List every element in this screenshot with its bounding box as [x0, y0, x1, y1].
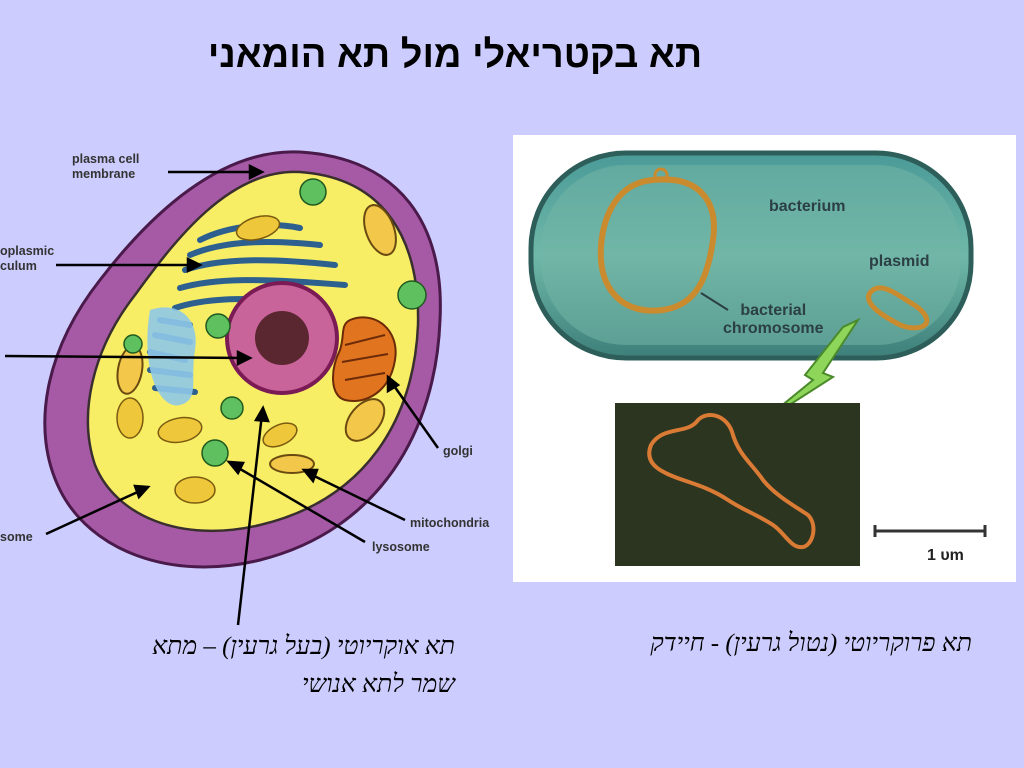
label-lysosome: lysosome	[372, 540, 430, 554]
label-scale: 1 υm	[927, 547, 964, 564]
prokaryote-caption: תא פרוקריוטי (נטול גרעין) - חיידק	[650, 630, 972, 657]
label-plasma-membrane: plasma cell membrane	[72, 152, 140, 181]
nucleolus	[255, 311, 309, 365]
label-bacterium: bacterium	[769, 198, 846, 215]
label-golgi: golgi	[443, 444, 473, 458]
micrograph	[615, 403, 860, 566]
eukaryote-caption: תא אוקריוטי (בעל גרעין) – מתא שמר לתא אנ…	[152, 633, 455, 698]
zoom-arrow	[757, 317, 861, 426]
label-plasmid: plasmid	[869, 253, 930, 270]
label-endoplasmic-reticulum: oplasmic culum	[0, 244, 55, 273]
bacterium-panel: bacterium plasmid bacterial chromosome 1…	[513, 135, 1016, 582]
plasmid	[866, 285, 930, 331]
eukaryotic-cell-diagram	[4, 150, 442, 626]
label-ribosome-partial: some	[0, 530, 33, 544]
golgi-apparatus	[332, 316, 397, 402]
label-bacterial-chromosome: bacterial chromosome	[723, 302, 824, 337]
slide-title: תא בקטריאלי מול תא הומאני	[207, 34, 703, 76]
bacterial-chromosome	[597, 176, 717, 314]
bacterium-diagram	[528, 150, 987, 566]
label-mitochondria: mitochondria	[410, 516, 490, 530]
